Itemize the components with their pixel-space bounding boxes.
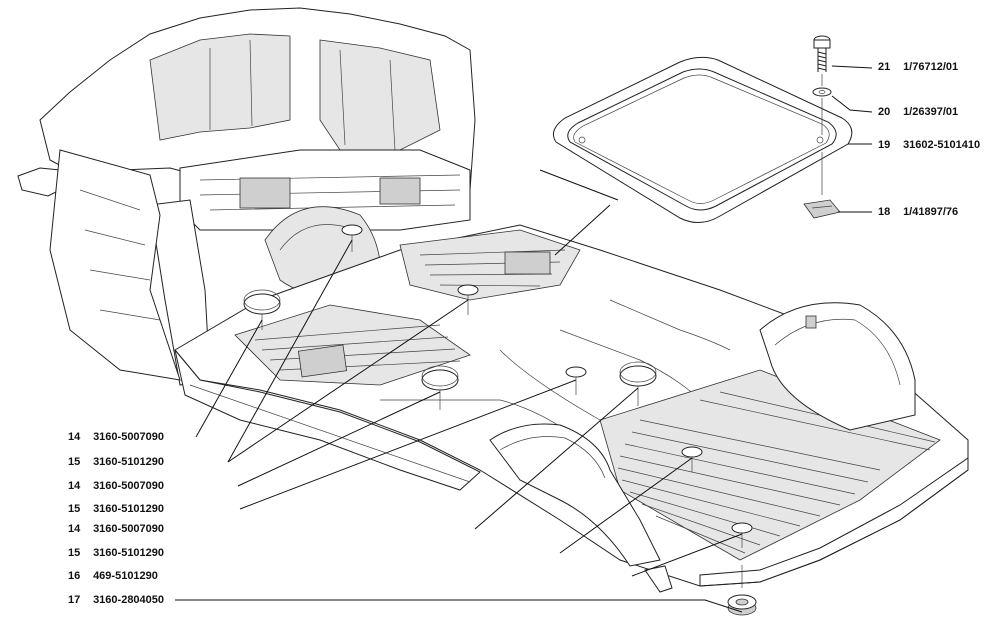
part-number: 3160-5101290 xyxy=(93,456,165,468)
plug-large-3 xyxy=(619,361,657,406)
part-number: 3160-5007090 xyxy=(93,431,165,443)
callout-17: 17 3160-2804050 xyxy=(68,594,164,607)
callout-15-c: 15 3160-5101290 xyxy=(68,547,164,560)
hatch-cover-assembly xyxy=(539,35,853,256)
callout-14-b: 14 3160-5007090 xyxy=(68,480,164,493)
callout-15-a: 15 3160-5101290 xyxy=(68,456,164,469)
part-number: 1/41897/76 xyxy=(903,206,959,218)
plug-large-1 xyxy=(243,289,281,330)
callout-number: 15 xyxy=(68,503,81,515)
callout-21: 21 1/76712/01 xyxy=(878,61,958,74)
callout-number: 17 xyxy=(68,594,81,606)
part-number: 1/26397/01 xyxy=(903,106,959,118)
front-body-structure xyxy=(17,7,476,386)
part-number: 3160-2804050 xyxy=(93,594,165,606)
bracket-16 xyxy=(644,565,673,593)
callout-number: 14 xyxy=(68,523,81,535)
callout-number: 15 xyxy=(68,547,81,559)
callout-number: 18 xyxy=(878,206,891,218)
callout-number: 15 xyxy=(68,456,81,468)
grommet-17 xyxy=(727,565,757,616)
part-number: 3160-5101290 xyxy=(93,547,165,559)
plug-small-4 xyxy=(681,446,703,472)
callout-number: 21 xyxy=(878,61,891,73)
clip-nut-18 xyxy=(803,199,841,219)
washer-20 xyxy=(812,87,832,97)
part-number: 3160-5007090 xyxy=(93,523,165,535)
part-number: 31602-5101410 xyxy=(903,139,981,151)
part-number: 1/76712/01 xyxy=(903,61,959,73)
plug-small-2 xyxy=(457,284,479,315)
callout-16: 16 469-5101290 xyxy=(68,570,158,583)
callout-14-a: 14 3160-5007090 xyxy=(68,431,164,444)
plug-large-2 xyxy=(421,365,459,410)
part-number: 3160-5007090 xyxy=(93,480,165,492)
callout-19: 19 31602-5101410 xyxy=(878,139,980,152)
plug-small-1 xyxy=(341,224,363,252)
floor-plugs xyxy=(243,224,757,616)
callout-15-b: 15 3160-5101290 xyxy=(68,503,164,516)
screw-21 xyxy=(813,35,831,72)
callout-18: 18 1/41897/76 xyxy=(878,206,958,219)
part-number: 3160-5101290 xyxy=(93,503,165,515)
part-number: 469-5101290 xyxy=(93,570,158,582)
callout-number: 19 xyxy=(878,139,891,151)
leader-lines xyxy=(175,65,873,613)
callout-number: 14 xyxy=(68,480,81,492)
callout-20: 20 1/26397/01 xyxy=(878,106,958,119)
callout-14-c: 14 3160-5007090 xyxy=(68,523,164,536)
callout-number: 20 xyxy=(878,106,891,118)
floor-panel xyxy=(174,224,969,587)
plug-small-5 xyxy=(731,522,753,548)
callout-number: 16 xyxy=(68,570,81,582)
callout-number: 14 xyxy=(68,431,81,443)
